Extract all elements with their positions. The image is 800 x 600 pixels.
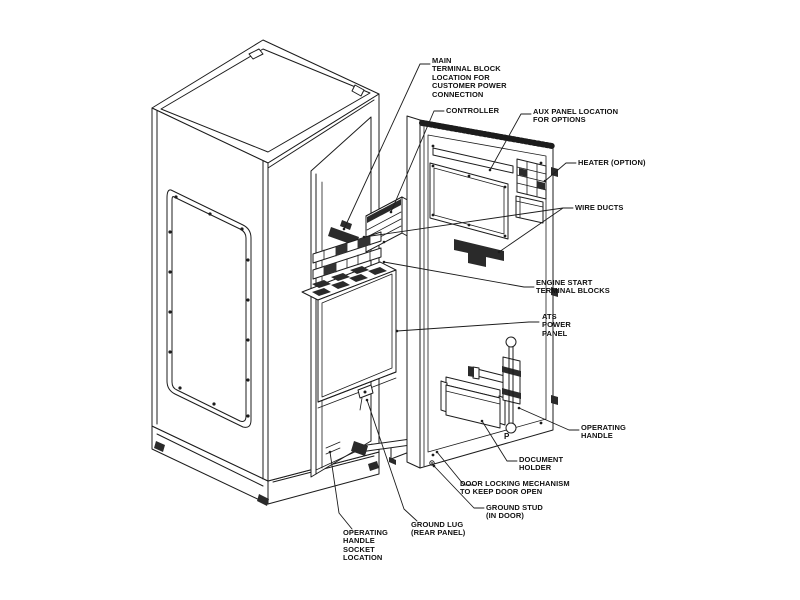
rear-access-panel (166, 189, 252, 428)
document-holder (440, 376, 506, 429)
label-main-terminal-block: MAIN TERMINAL BLOCK LOCATION FOR CUSTOME… (432, 56, 507, 99)
door-ground-stud (429, 460, 435, 466)
marker-p: P (504, 432, 510, 441)
label-ground-stud: GROUND STUD (IN DOOR) (486, 503, 543, 521)
cabinet-side-panel (151, 107, 269, 482)
label-ats-power-panel: ATS POWER PANEL (542, 312, 571, 338)
leader-lines (328, 63, 580, 530)
terminal-blocks (312, 231, 382, 280)
label-document-holder: DOCUMENT HOLDER (519, 455, 564, 473)
door-wire-duct (454, 239, 504, 267)
door-panel (406, 115, 558, 469)
label-ground-lug: GROUND LUG (REAR PANEL) (411, 520, 466, 538)
label-controller: CONTROLLER (446, 106, 500, 115)
label-heater: HEATER (OPTION) (578, 158, 646, 167)
aux-panel-plate (429, 147, 514, 240)
label-wire-ducts: WIRE DUCTS (575, 203, 624, 212)
label-operating-handle-socket: OPERATING HANDLE SOCKET LOCATION (343, 528, 388, 563)
ats-power-panel-unit (301, 261, 397, 409)
heater-unit (515, 158, 547, 224)
label-operating-handle: OPERATING HANDLE (581, 423, 626, 441)
operating-handle-assembly (468, 336, 521, 434)
ground-lug (357, 384, 374, 411)
label-aux-panel: AUX PANEL LOCATION FOR OPTIONS (533, 107, 619, 125)
label-engine-start-terminal-blocks: ENGINE START TERMINAL BLOCKS (536, 278, 610, 296)
cabinet-interior (301, 181, 418, 471)
label-door-locking-mechanism: DOOR LOCKING MECHANISM TO KEEP DOOR OPEN (460, 479, 570, 497)
